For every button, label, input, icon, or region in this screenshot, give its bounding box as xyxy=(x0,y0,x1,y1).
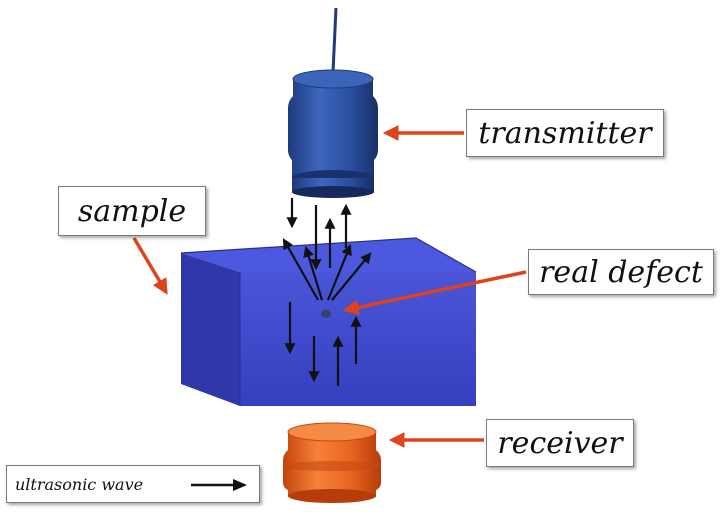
defect-marker xyxy=(321,310,331,318)
sample-label-box: sample xyxy=(58,186,206,236)
transmitter-cable xyxy=(331,7,338,73)
wave-arrow-reflect-1 xyxy=(282,238,319,301)
receiver-probe xyxy=(283,422,381,503)
legend-ultrasonic-wave-label: ultrasonic wave xyxy=(15,474,144,494)
pointer-arrow-defect xyxy=(342,270,527,316)
transmitter-label: transmitter xyxy=(478,115,652,151)
transmitter-label-box: transmitter xyxy=(466,109,664,157)
receiver-label-box: receiver xyxy=(486,419,634,467)
real-defect-label-box: real defect xyxy=(528,249,714,295)
sample-block xyxy=(180,237,477,406)
transmitter-probe xyxy=(288,69,378,198)
legend-box: ultrasonic wave xyxy=(6,465,260,503)
wave-arrow-reflect-3 xyxy=(326,243,352,301)
legend-wave-arrow xyxy=(191,479,247,491)
sample-label: sample xyxy=(77,193,187,229)
pointer-arrow-sample xyxy=(132,237,168,295)
pointer-arrows xyxy=(132,125,527,448)
wave-arrows xyxy=(282,198,372,386)
receiver-label: receiver xyxy=(497,425,623,461)
wave-arrow-reflect-4 xyxy=(331,252,372,301)
real-defect-label: real defect xyxy=(539,254,703,290)
wave-arrow-reflect-2 xyxy=(303,245,324,301)
